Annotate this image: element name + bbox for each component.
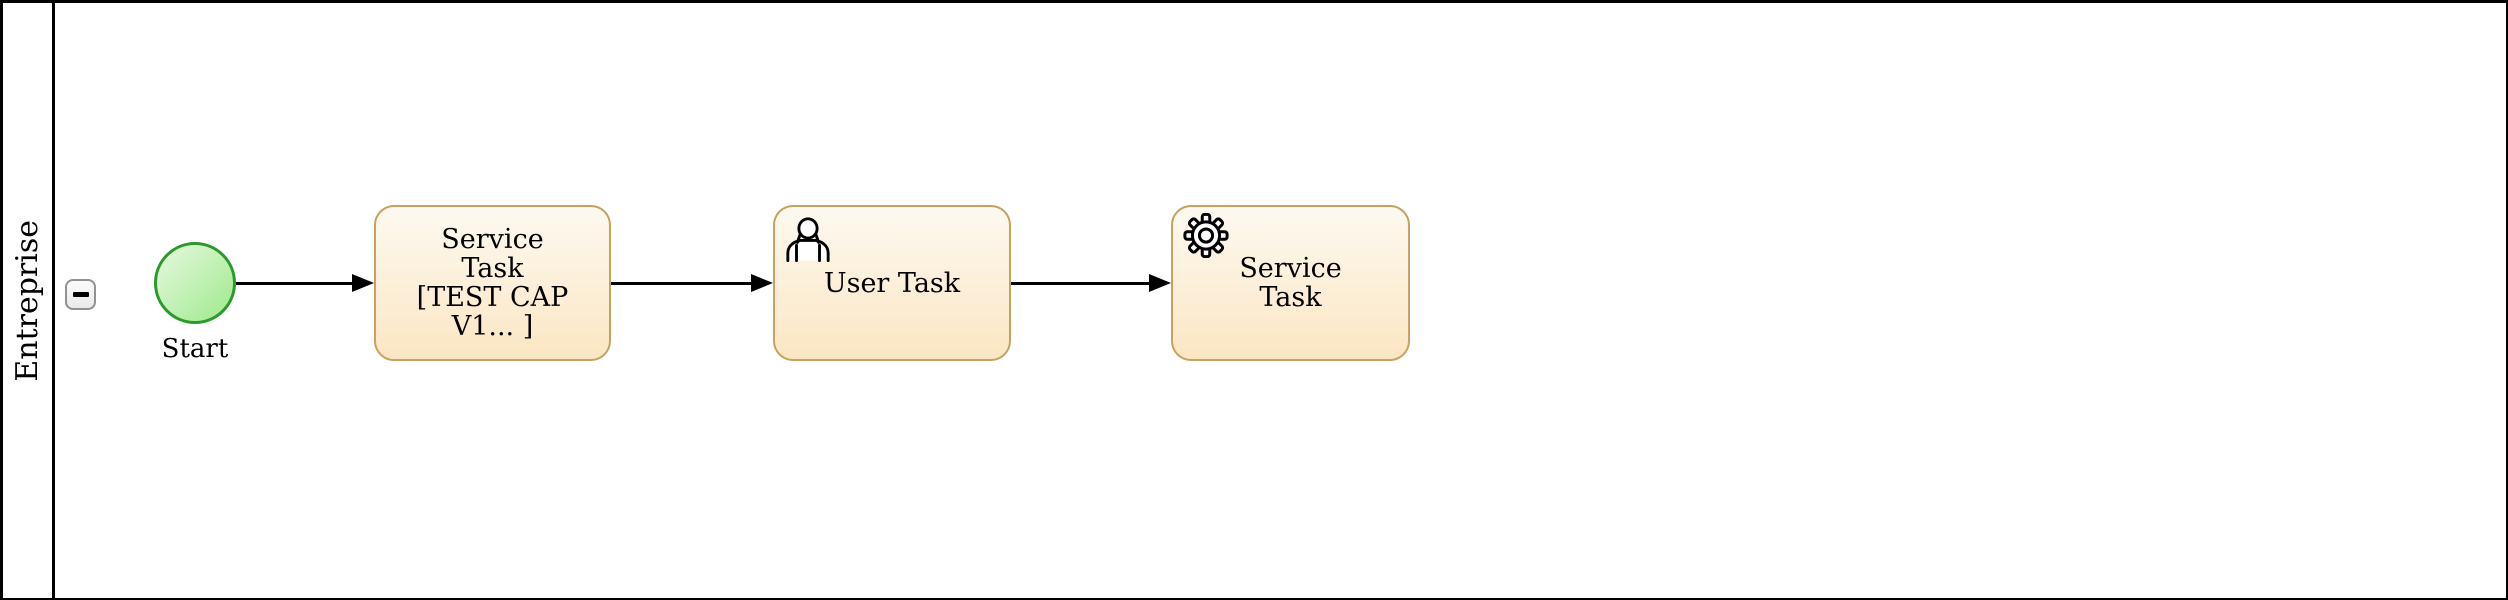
arrowhead-icon	[1149, 274, 1171, 292]
start-event-label: Start	[161, 334, 229, 364]
task-label-line: V1... ]	[451, 311, 534, 342]
flow-line	[611, 282, 753, 285]
task-label-line: Service	[1239, 253, 1342, 284]
flow-line	[1011, 282, 1151, 285]
gear-icon	[1183, 212, 1229, 259]
task-label-line: Task	[461, 253, 524, 284]
task-label-line: User Task	[823, 267, 961, 299]
arrowhead-icon	[751, 274, 773, 292]
flow-line	[236, 282, 354, 285]
task-label: Service Task	[1239, 254, 1341, 312]
task-label: Service Task [TEST CAP V1... ]	[417, 225, 569, 341]
task-service-1[interactable]: Service Task [TEST CAP V1... ]	[374, 205, 611, 361]
user-icon	[784, 217, 832, 263]
task-user[interactable]: User Task	[773, 205, 1011, 361]
minus-icon	[72, 292, 89, 297]
arrowhead-icon	[352, 274, 374, 292]
start-event-node[interactable]	[154, 242, 236, 324]
pool-label: Entreprise	[10, 219, 45, 382]
task-label-line: Service	[441, 224, 544, 255]
pool-label-band: Entreprise	[3, 3, 55, 598]
task-label-line: [TEST CAP	[416, 282, 569, 313]
task-label-line: Task	[1259, 282, 1322, 313]
task-service-2[interactable]: Service Task	[1171, 205, 1410, 361]
pool-collapse-button[interactable]	[65, 279, 96, 310]
task-label: User Task	[824, 269, 960, 298]
